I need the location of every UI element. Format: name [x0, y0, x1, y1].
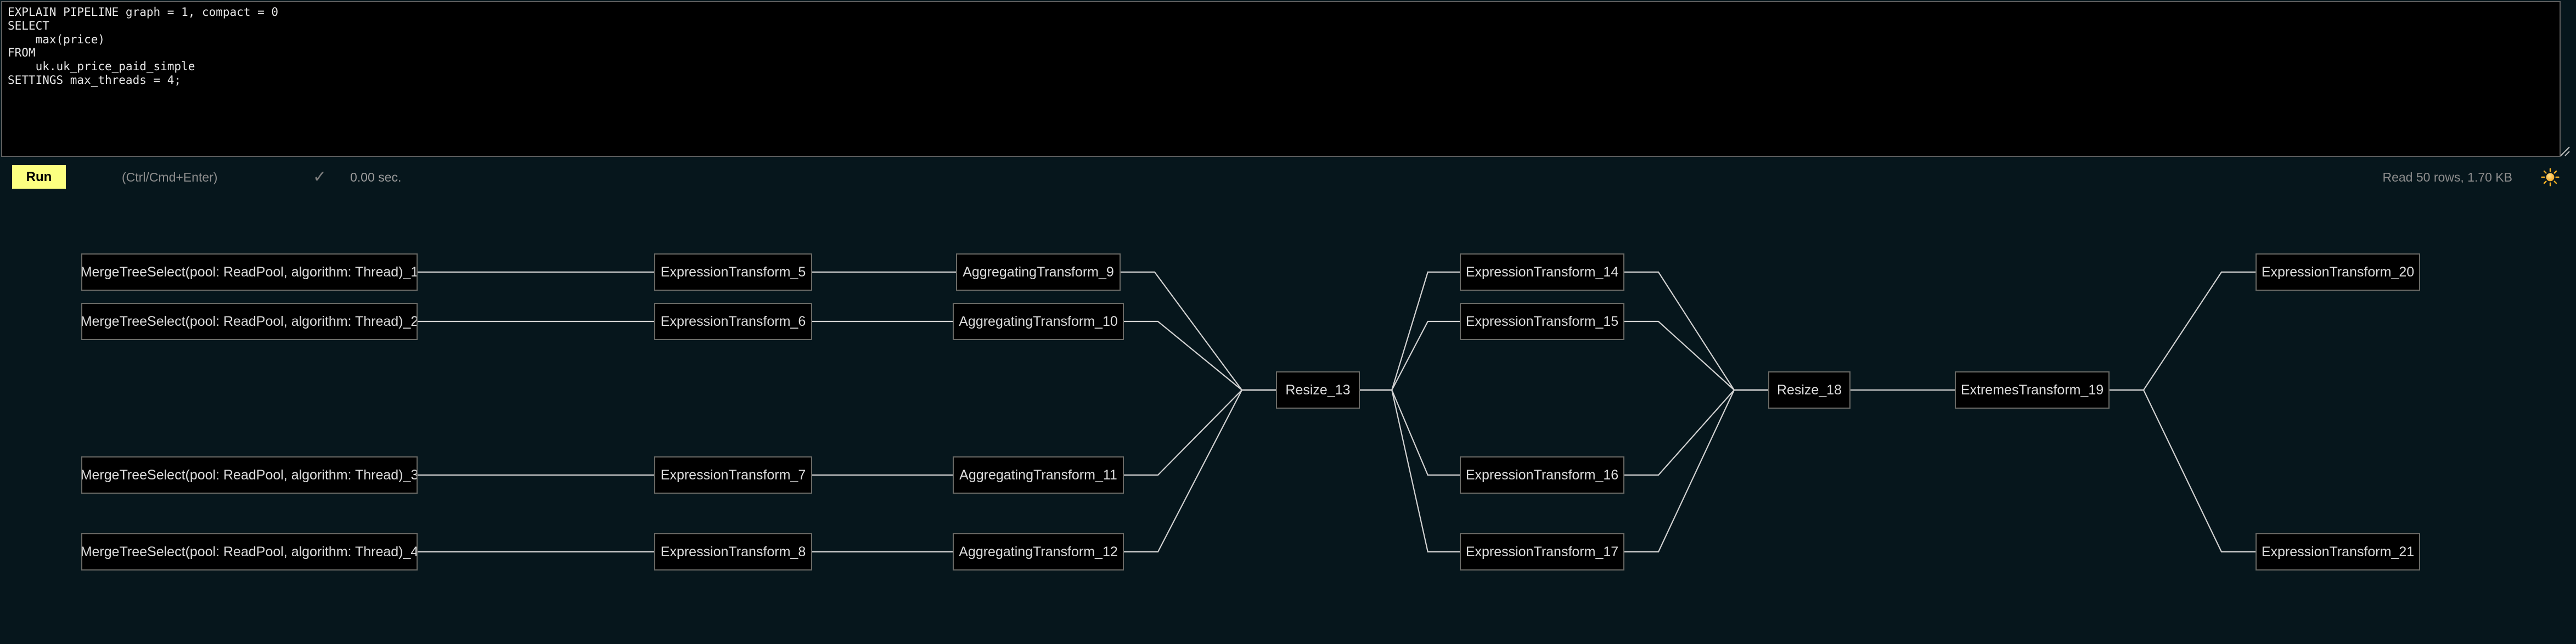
graph-node[interactable]: ExpressionTransform_14 — [1460, 253, 1624, 291]
pipeline-edges — [418, 271, 2256, 553]
graph-node[interactable]: AggregatingTransform_10 — [953, 303, 1124, 340]
graph-node-label: ExpressionTransform_20 — [2261, 264, 2415, 280]
graph-node-label: MergeTreeSelect(pool: ReadPool, algorith… — [81, 544, 418, 560]
read-stats-label: Read 50 rows, 1.70 KB — [2382, 170, 2512, 184]
graph-node[interactable]: MergeTreeSelect(pool: ReadPool, algorith… — [81, 303, 418, 340]
graph-node-label: ExpressionTransform_6 — [660, 313, 806, 329]
graph-node[interactable]: MergeTreeSelect(pool: ReadPool, algorith… — [81, 456, 418, 494]
graph-edge — [1124, 320, 1276, 391]
graph-node[interactable]: Resize_13 — [1276, 371, 1360, 409]
sql-query-input[interactable] — [1, 1, 2561, 157]
graph-node-label: Resize_13 — [1285, 382, 1351, 398]
graph-node-label: MergeTreeSelect(pool: ReadPool, algorith… — [81, 313, 418, 329]
graph-node-label: MergeTreeSelect(pool: ReadPool, algorith… — [81, 264, 418, 280]
graph-node-label: Resize_18 — [1776, 382, 1842, 398]
graph-node[interactable]: ExpressionTransform_17 — [1460, 533, 1624, 570]
graph-node-label: ExpressionTransform_15 — [1465, 313, 1619, 329]
graph-node[interactable]: ExpressionTransform_21 — [2256, 533, 2420, 570]
graph-edge — [1360, 389, 1460, 553]
graph-node-label: AggregatingTransform_9 — [963, 264, 1114, 280]
graph-node[interactable]: ExpressionTransform_16 — [1460, 456, 1624, 494]
run-button[interactable]: Run — [12, 165, 66, 189]
graph-node-label: AggregatingTransform_10 — [959, 313, 1118, 329]
graph-edge — [1624, 389, 1768, 553]
graph-edge — [2110, 389, 2256, 553]
shortcut-hint-label: (Ctrl/Cmd+Enter) — [122, 170, 218, 184]
graph-node[interactable]: ExpressionTransform_8 — [654, 533, 812, 570]
graph-node-label: ExpressionTransform_7 — [660, 467, 806, 483]
query-editor-panel — [0, 0, 2576, 160]
graph-node[interactable]: ExtremesTransform_19 — [1955, 371, 2110, 409]
graph-node[interactable]: MergeTreeSelect(pool: ReadPool, algorith… — [81, 253, 418, 291]
graph-node[interactable]: ExpressionTransform_7 — [654, 456, 812, 494]
sun-icon[interactable] — [2541, 168, 2560, 187]
graph-node[interactable]: Resize_18 — [1768, 371, 1851, 409]
graph-edge — [1624, 271, 1768, 391]
graph-node[interactable]: AggregatingTransform_11 — [953, 456, 1124, 494]
graph-edge — [1624, 389, 1768, 476]
graph-node-label: ExpressionTransform_16 — [1465, 467, 1619, 483]
graph-edge — [1124, 389, 1276, 476]
graph-node[interactable]: ExpressionTransform_20 — [2256, 253, 2420, 291]
pipeline-graph: MergeTreeSelect(pool: ReadPool, algorith… — [0, 193, 2576, 644]
graph-edge — [1360, 389, 1460, 476]
graph-node-label: MergeTreeSelect(pool: ReadPool, algorith… — [81, 467, 418, 483]
graph-node[interactable]: ExpressionTransform_15 — [1460, 303, 1624, 340]
success-check-icon: ✓ — [313, 168, 327, 186]
graph-edge — [1121, 271, 1276, 391]
graph-edge — [1360, 271, 1460, 391]
graph-node[interactable]: ExpressionTransform_6 — [654, 303, 812, 340]
graph-node-label: ExpressionTransform_5 — [660, 264, 806, 280]
graph-node[interactable]: AggregatingTransform_9 — [956, 253, 1121, 291]
graph-edge — [1124, 389, 1276, 553]
elapsed-time-label: 0.00 sec. — [350, 170, 402, 184]
graph-node-label: ExtremesTransform_19 — [1960, 382, 2104, 398]
query-toolbar: Run (Ctrl/Cmd+Enter) ✓ 0.00 sec. Read 50… — [0, 160, 2576, 193]
graph-edge — [2110, 271, 2256, 391]
graph-node[interactable]: MergeTreeSelect(pool: ReadPool, algorith… — [81, 533, 418, 570]
graph-node-label: ExpressionTransform_21 — [2261, 544, 2415, 560]
graph-node[interactable]: AggregatingTransform_12 — [953, 533, 1124, 570]
graph-node[interactable]: ExpressionTransform_5 — [654, 253, 812, 291]
graph-node-label: ExpressionTransform_17 — [1465, 544, 1619, 560]
graph-node-label: ExpressionTransform_14 — [1465, 264, 1619, 280]
graph-node-label: ExpressionTransform_8 — [660, 544, 806, 560]
graph-node-label: AggregatingTransform_12 — [959, 544, 1118, 560]
graph-node-label: AggregatingTransform_11 — [959, 467, 1117, 483]
